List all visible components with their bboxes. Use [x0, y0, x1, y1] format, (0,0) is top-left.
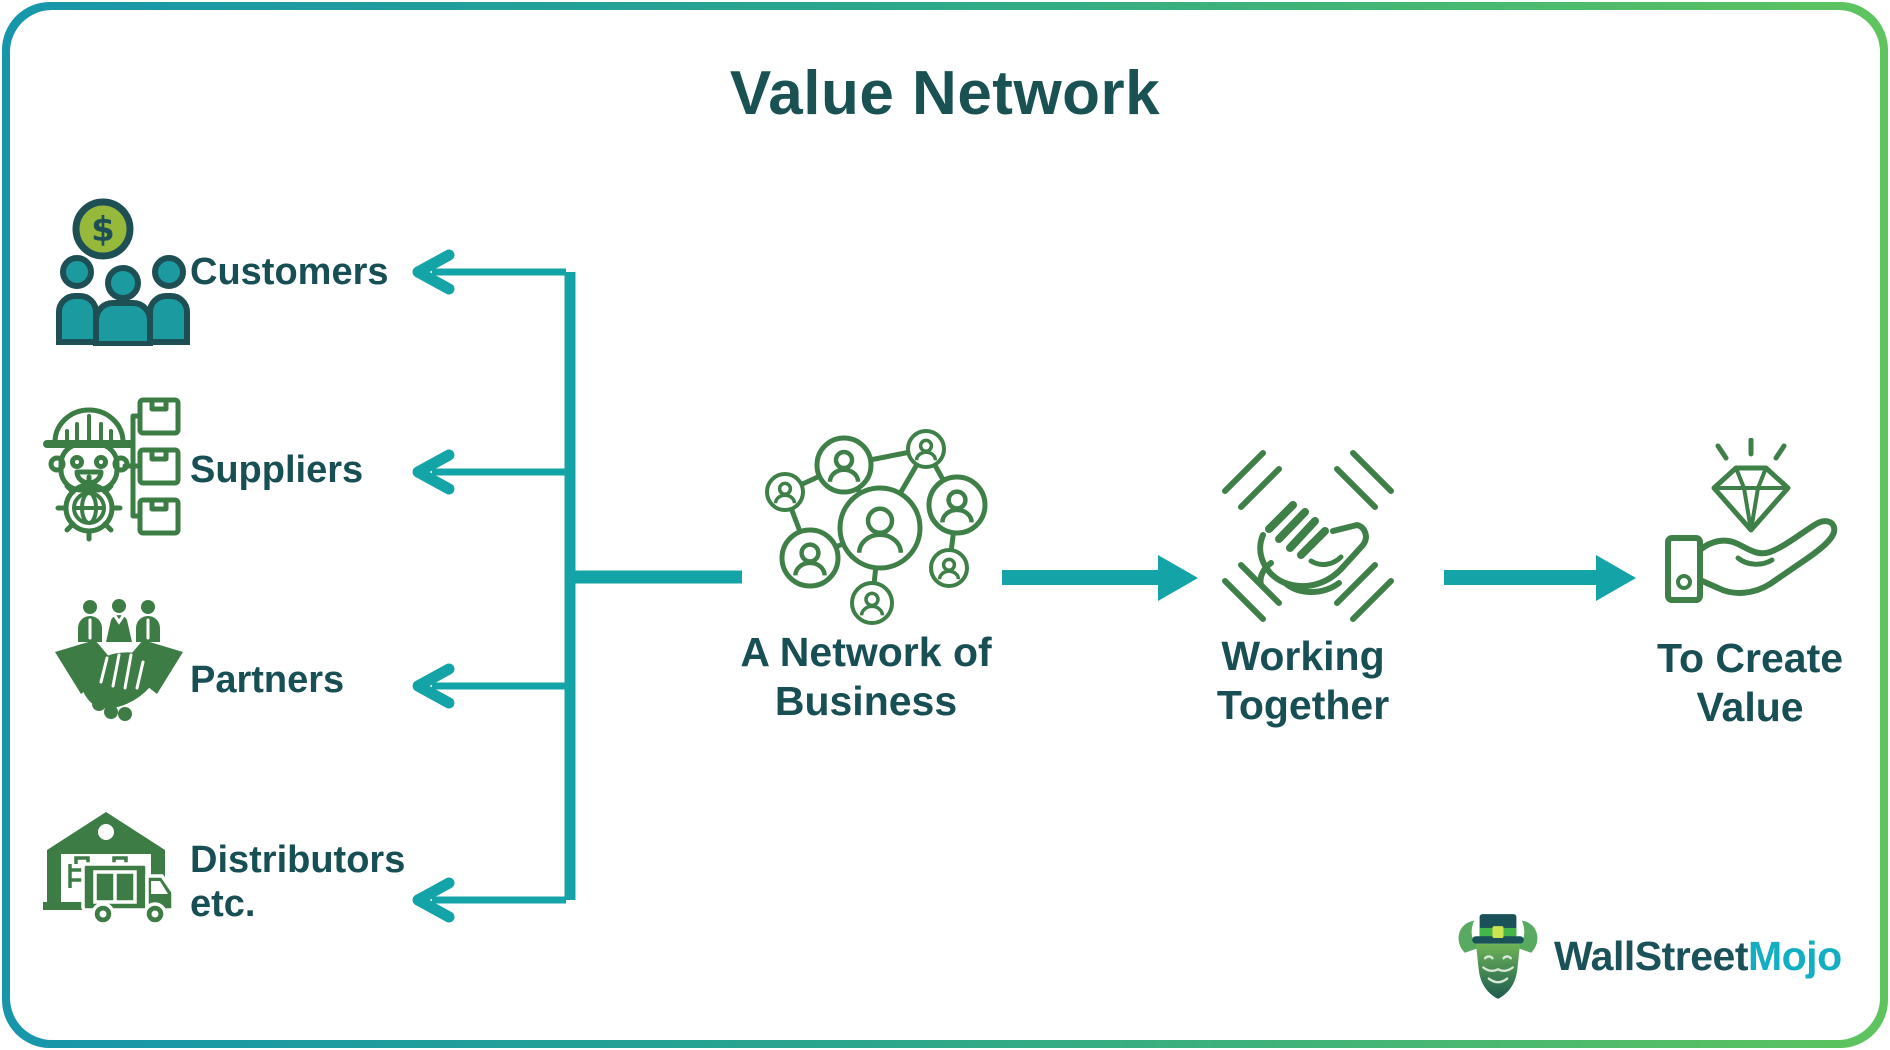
hand-holding-diamond-icon [1665, 438, 1838, 603]
stakeholder-label-partners: Partners [190, 659, 345, 701]
arrow-to-suppliers-icon [412, 449, 455, 495]
dollar-coin-icon [72, 198, 134, 260]
dollar-symbol: $ [91, 210, 115, 250]
wallstreetmojo-logo: WallStreetMojo [1452, 910, 1842, 1002]
stakeholder-label-suppliers: Suppliers [190, 449, 364, 491]
bull-mascot-icon [1458, 914, 1538, 999]
arrow-to-partners-icon [412, 663, 455, 709]
arrow-to-distributors-icon [412, 877, 455, 923]
logo-text-primary: WallStreet [1554, 932, 1748, 979]
stakeholder-arrow-heads [412, 249, 455, 923]
flow-arrow-1-head-icon [1158, 555, 1198, 601]
arrow-to-customers-icon [412, 249, 455, 295]
logo-text-secondary: Mojo [1747, 932, 1842, 979]
people-network-icon [765, 429, 988, 625]
hands-stacked-icon [1222, 450, 1394, 622]
flow-arrow-1-shaft [1002, 570, 1160, 585]
sparkle-icon [1715, 438, 1787, 461]
partners-handshake-icon [55, 599, 183, 721]
stakeholder-label-customers: Customers [190, 251, 389, 293]
page-title: Value Network [729, 59, 1161, 128]
distributors-warehouse-truck-icon [43, 812, 175, 926]
suppliers-icon [43, 397, 181, 542]
flow-arrow-2-head-icon [1596, 555, 1636, 601]
stakeholder-arrow-shafts [432, 268, 566, 904]
diamond-icon [1711, 465, 1791, 533]
logo-text: WallStreetMojo [1554, 933, 1842, 980]
customers-icon: $ [56, 198, 190, 346]
flow-arrow-2-shaft [1444, 570, 1598, 585]
